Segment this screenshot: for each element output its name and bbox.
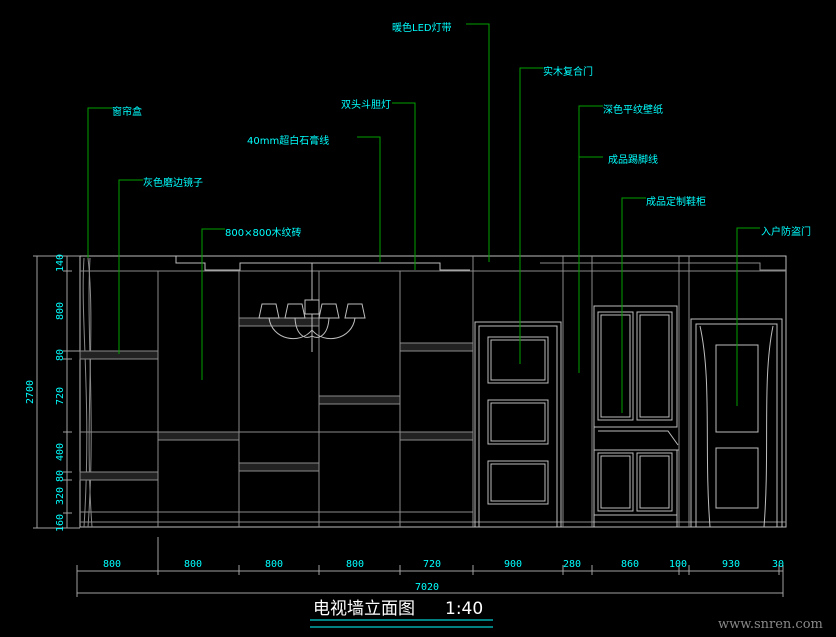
dim-v-7: 320 [55,487,66,505]
drawing-title: 电视墙立面图 [313,599,415,619]
dim-h-7: 280 [563,559,581,570]
tile-wall [80,256,474,527]
wood-door [474,321,562,528]
label-mirror: 灰色磨边镜子 [143,176,203,189]
dim-v-5: 400 [55,443,66,461]
dim-v-total: 2700 [25,380,36,404]
label-wood-door: 实木复合门 [543,65,593,78]
watermark: www.snren.com [718,617,823,632]
dim-h-11: 30 [772,559,784,570]
label-entry-door: 入户防盗门 [761,225,811,238]
dim-h-4: 800 [346,559,364,570]
mirror-strips [79,317,474,481]
dim-h-total: 7020 [415,582,439,593]
dim-h-1: 800 [103,559,121,570]
label-curtain-box: 窗帘盒 [112,105,142,118]
dim-h-6: 900 [504,559,522,570]
label-skirting: 成品踢脚线 [608,153,658,166]
chandelier [258,263,366,352]
dim-v-3: 80 [55,349,66,361]
dim-v-8: 160 [55,514,66,532]
label-spotlight: 双头斗胆灯 [341,99,391,111]
vertical-dim-labels: 140 800 80 720 400 80 320 160 2700 [25,254,66,532]
label-plaster-line: 40mm超白石膏线 [247,134,329,147]
curtain [82,257,93,528]
dim-v-6: 80 [55,470,66,482]
horizontal-dim-labels: 800 800 800 800 720 900 280 860 100 930 … [103,559,784,593]
dim-h-2: 800 [184,559,202,570]
label-led-strip: 暖色LED灯带 [392,21,452,34]
dim-h-10: 930 [722,559,740,570]
drawing-scale: 1:40 [445,599,483,619]
dim-v-2: 800 [55,302,66,320]
vertical-dimensions [33,255,80,529]
dim-h-3: 800 [265,559,283,570]
wall-outline [79,255,787,528]
dim-h-9: 100 [669,559,687,570]
dim-v-1: 140 [55,254,66,272]
dim-h-8: 860 [621,559,639,570]
label-wallpaper: 深色平纹壁纸 [603,103,663,116]
dim-h-5: 720 [423,559,441,570]
shoe-cabinet [593,305,680,528]
horizontal-dimensions [76,537,784,597]
dim-v-4: 720 [55,387,66,405]
label-shoe-cabinet: 成品定制鞋柜 [646,195,706,208]
label-tile: 800×800木纹砖 [225,226,302,239]
leader-lines [87,23,760,413]
